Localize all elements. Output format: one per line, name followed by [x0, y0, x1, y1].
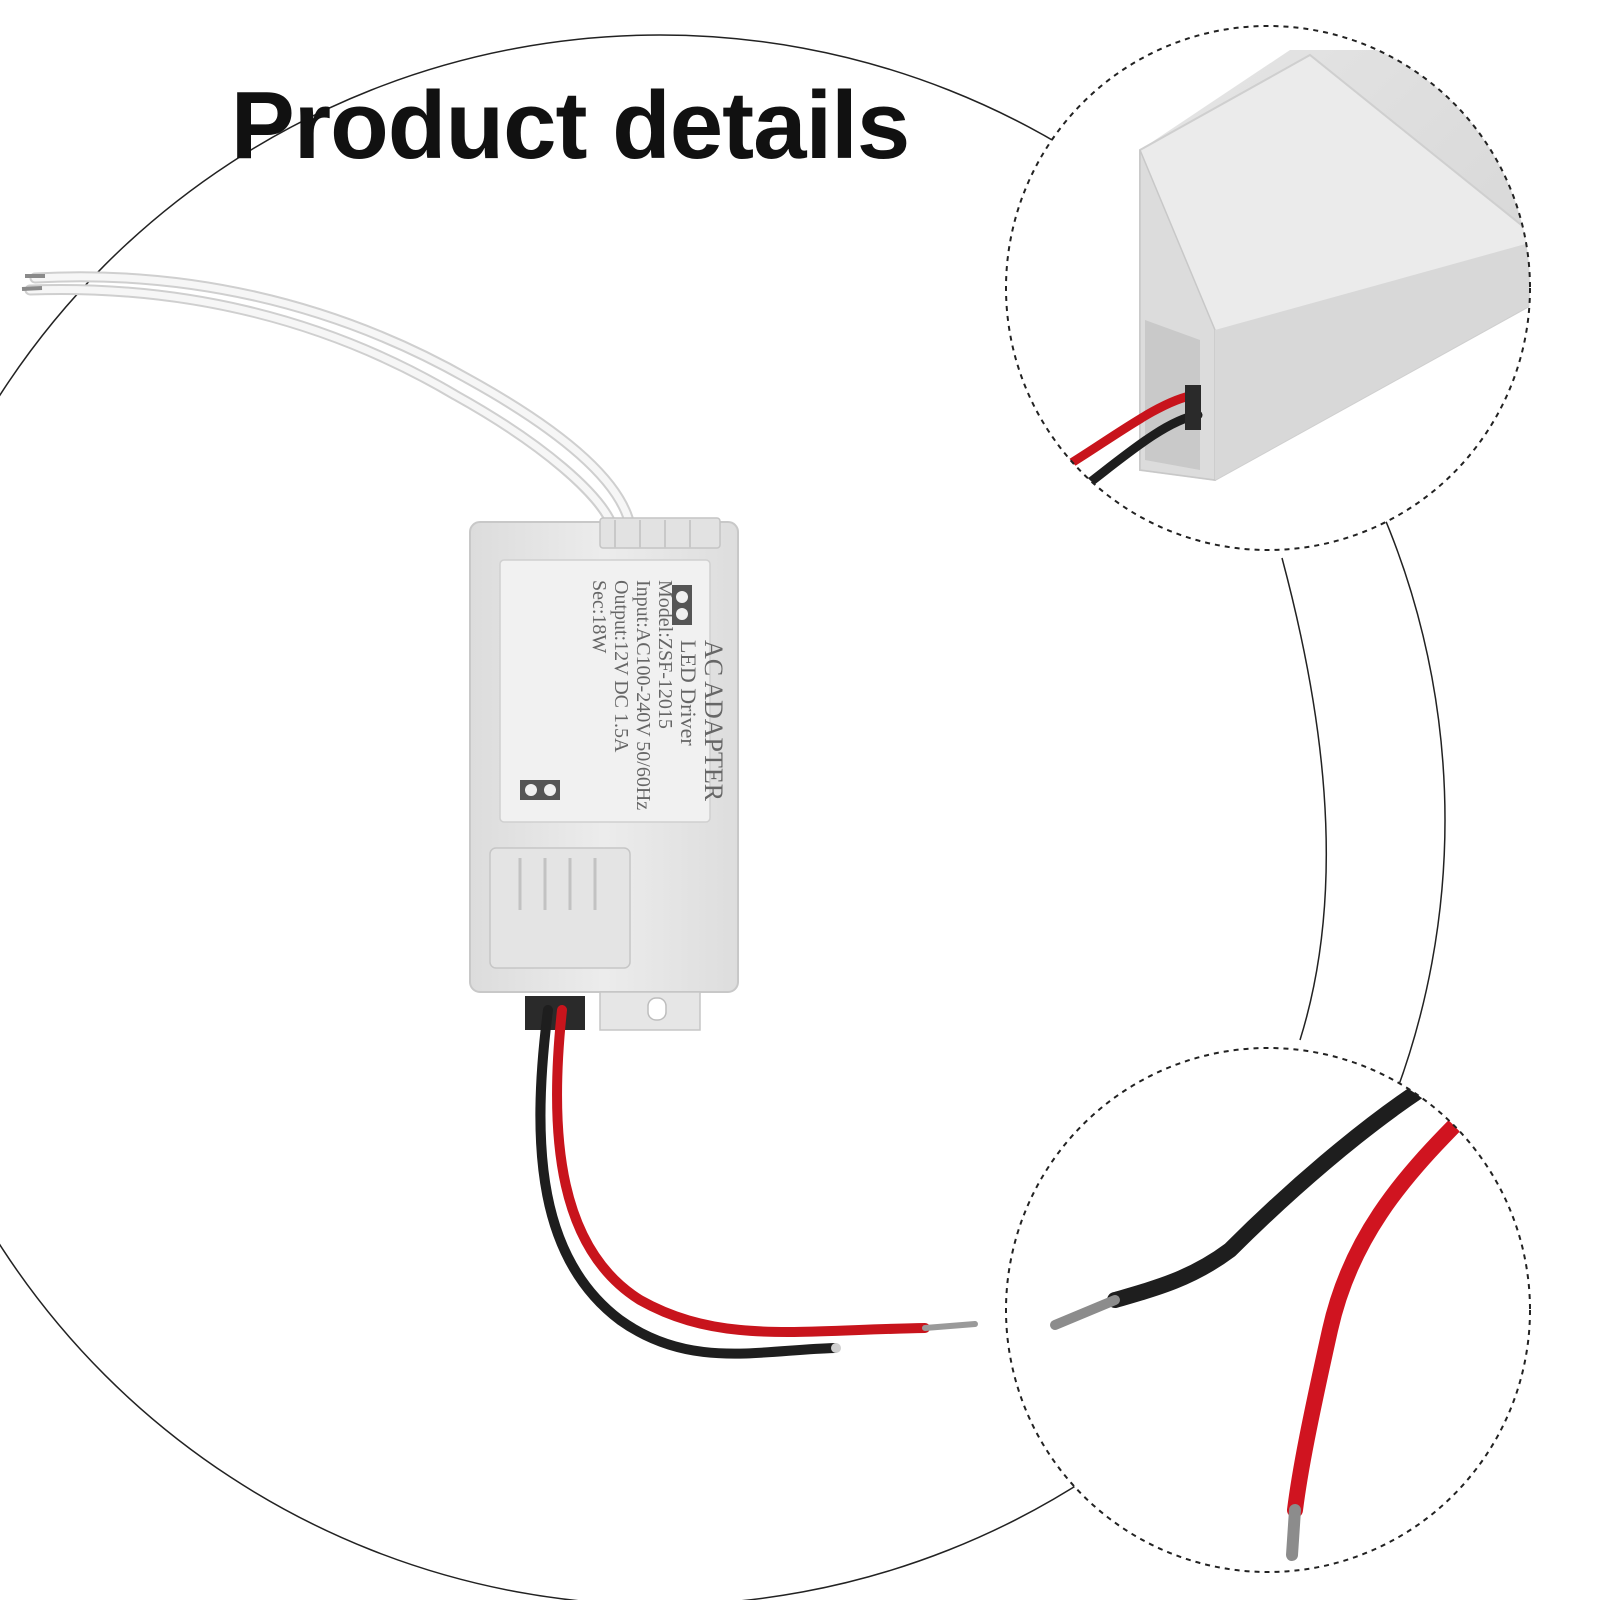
zoom-circle-bottom-border — [1005, 1047, 1531, 1573]
connector-line — [1281, 557, 1328, 1041]
label-line-4: Input:AC100-240V 50/60Hz — [632, 580, 654, 810]
white-input-wires — [21, 271, 636, 531]
background-circle-outline — [0, 34, 1446, 1605]
output-wires — [535, 1005, 978, 1359]
input-terminal-icon — [672, 585, 692, 625]
zoom-circle-casing — [1005, 25, 1531, 551]
label-line-2: LED Driver — [676, 640, 701, 746]
label-line-6: Sec:18W — [588, 580, 610, 653]
output-terminal-icon — [520, 780, 560, 800]
label-line-1: AC ADAPTER — [699, 640, 728, 802]
label-line-5: Output:12V DC 1.5A — [610, 580, 632, 753]
adapter-casing — [469, 517, 739, 1031]
zoom-circle-wires — [1005, 1047, 1531, 1573]
page-title: Product details — [230, 72, 910, 179]
product-label-area — [499, 559, 711, 823]
label-text-group: AC ADAPTER LED Driver Model:ZSF-12015 In… — [588, 580, 728, 810]
label-line-3: Model:ZSF-12015 — [654, 580, 676, 729]
zoom-circle-top-border — [1005, 25, 1531, 551]
